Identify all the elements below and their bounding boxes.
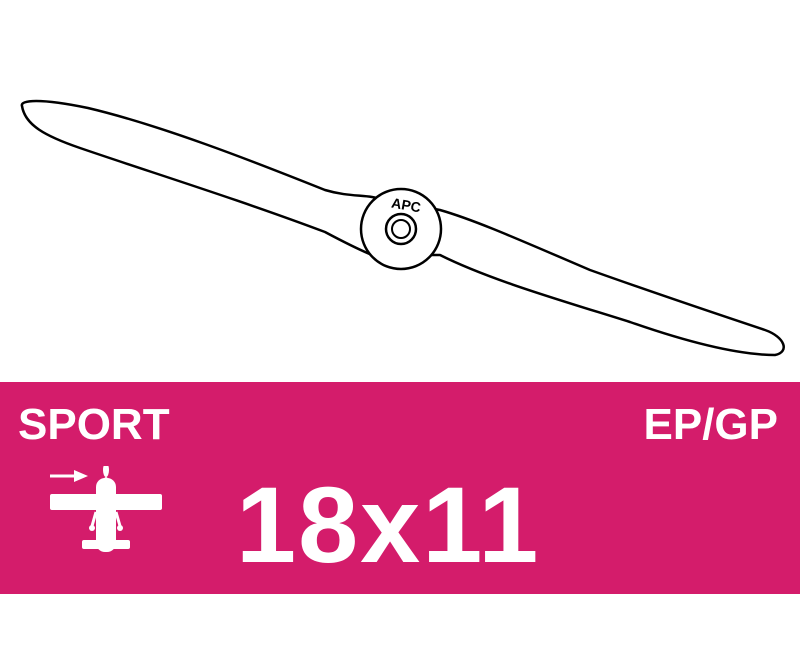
propeller-illustration: APC [20,99,785,357]
propeller-size: 18x11 [236,464,541,585]
product-banner: SPORT EP/GP 18x11 [0,382,800,594]
fuel-type-label: EP/GP [643,400,779,449]
propeller-drawing: APC [20,99,785,357]
apc-logo: APC [390,195,422,216]
category-label: SPORT [18,400,170,449]
airplane-icon [48,463,164,566]
hub-inner-ring [391,219,411,239]
